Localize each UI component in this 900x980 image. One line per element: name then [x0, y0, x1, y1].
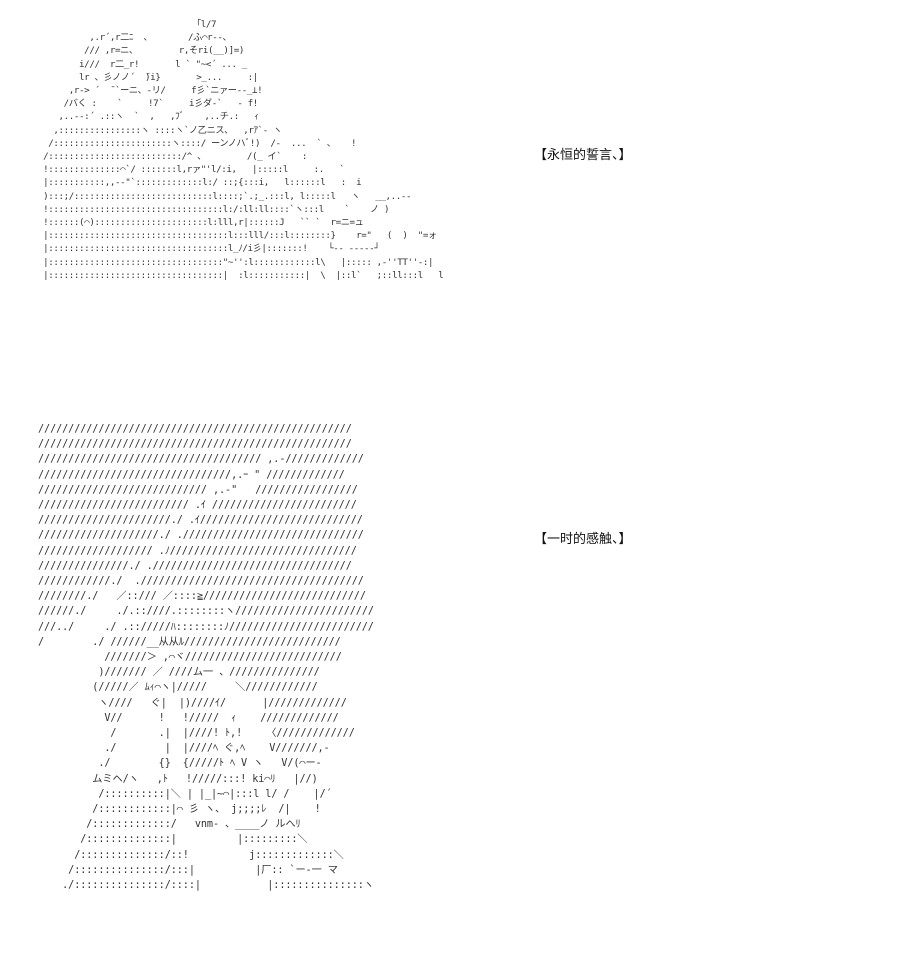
ascii-art-panel-bottom: ////////////////////////////////////////…	[38, 424, 374, 892]
caption-eternal-vow: 【永恒的誓言、】	[534, 148, 632, 163]
ascii-art-panel-top: 「l/7 ,.r´,r二ﾆ 、 /ふ⌒r--、 /// ,r=ニ、 r,そri(…	[43, 19, 444, 281]
caption-momentary-feeling: 【一时的感触、】	[534, 532, 632, 547]
